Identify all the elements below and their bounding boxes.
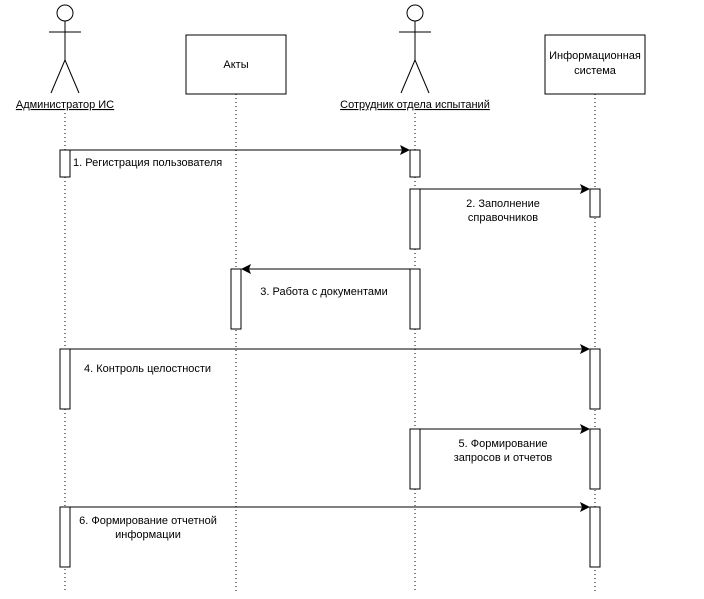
message-2[interactable]: 2. Заполнение справочников [420, 184, 590, 224]
message-label: 4. Контроль целостности [84, 363, 211, 375]
message-1[interactable]: 1. Регистрация пользователя [70, 145, 410, 169]
message-label-line-1: 6. Формирование отчетной [79, 515, 217, 527]
actor-employee[interactable]: Сотрудник отдела испытаний [340, 4, 490, 111]
activation-bar [409, 188, 421, 250]
activation-bar [59, 149, 71, 178]
activation-bar [59, 348, 71, 410]
actor-admin-label: Администратор ИС [16, 99, 114, 111]
object-infosys[interactable]: Информационная система [544, 34, 646, 95]
arrowhead-icon [580, 502, 590, 512]
actor-figure-icon [49, 4, 81, 94]
object-acts-label: Акты [223, 59, 248, 71]
actor-figure-icon [399, 4, 431, 94]
arrowhead-icon [400, 145, 410, 155]
message-5[interactable]: 5. Формирование запросов и отчетов [420, 424, 590, 464]
activation-bar [589, 506, 601, 568]
activation-bar [409, 428, 421, 490]
arrowhead-icon [241, 264, 251, 274]
message-label-line-2: информации [115, 529, 181, 541]
message-3[interactable]: 3. Работа с документами [241, 264, 410, 298]
activation-bar [589, 348, 601, 410]
message-label-line-1: 2. Заполнение [466, 198, 540, 210]
message-label-line-2: справочников [468, 212, 538, 224]
arrowhead-icon [580, 184, 590, 194]
arrowhead-icon [580, 344, 590, 354]
activation-bar [230, 268, 242, 330]
actor-admin[interactable]: Администратор ИС [16, 4, 114, 111]
message-label-line-1: 5. Формирование [459, 438, 548, 450]
activation-bar [409, 149, 421, 178]
object-infosys-label-line-2: система [574, 65, 617, 77]
object-acts[interactable]: Акты [185, 34, 287, 95]
arrowhead-icon [580, 424, 590, 434]
actor-employee-label: Сотрудник отдела испытаний [340, 99, 490, 111]
message-label: 1. Регистрация пользователя [73, 157, 222, 169]
activation-bar [589, 428, 601, 490]
message-label-line-2: запросов и отчетов [454, 452, 553, 464]
message-6[interactable]: 6. Формирование отчетной информации [70, 502, 590, 541]
activation-bar [409, 268, 421, 330]
object-infosys-box [544, 34, 646, 95]
object-acts-box [185, 34, 287, 95]
activation-bar [59, 506, 71, 568]
message-label: 3. Работа с документами [260, 286, 387, 298]
message-4[interactable]: 4. Контроль целостности [70, 344, 590, 375]
activation-bar [589, 188, 601, 218]
object-infosys-label-line-1: Информационная [549, 50, 641, 62]
